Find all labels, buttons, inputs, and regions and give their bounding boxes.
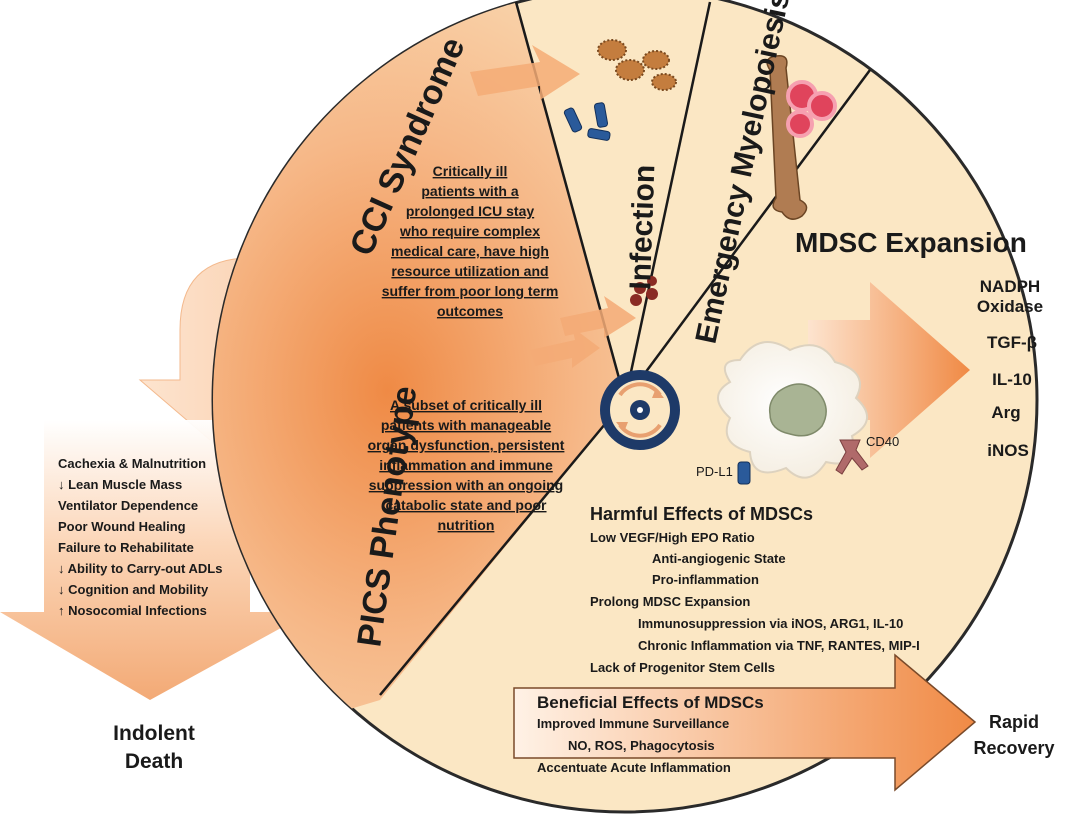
cci-line: Critically ill — [433, 163, 508, 179]
harmful-list: Low VEGF/High EPO Ratio Anti-angiogenic … — [590, 530, 920, 675]
pics-line: patients with manageable — [381, 417, 552, 433]
pics-line: inflammation and immune — [379, 457, 553, 473]
harmful-line: Chronic Inflammation via TNF, RANTES, MI… — [638, 638, 920, 653]
cd40-receptor-icon — [835, 439, 869, 475]
beneficial-line: Improved Immune Surveillance — [537, 716, 729, 731]
left-outcome-list: Cachexia & Malnutrition ↓ Lean Muscle Ma… — [58, 456, 222, 618]
red-cells-icon — [786, 80, 837, 138]
rod-bacteria-icon — [563, 102, 611, 141]
mediator-label: IL-10 — [992, 370, 1032, 389]
rapid-recovery-arrow — [513, 653, 977, 792]
outcome-line: Ventilator Dependence — [58, 498, 198, 513]
outcome-line: Failure to Rehabilitate — [58, 540, 194, 555]
cci-description: Critically ill patients with a prolonged… — [382, 163, 559, 319]
outcome-line: ↓ Ability to Carry-out ADLs — [58, 561, 222, 576]
mediator-label: TGF-β — [987, 333, 1037, 352]
mdsc-cell-icon — [717, 341, 868, 479]
pd-l1-receptor-icon — [737, 461, 751, 485]
outcome-line: Poor Wound Healing — [58, 519, 186, 534]
harmful-title: Harmful Effects of MDSCs — [590, 504, 813, 524]
cycle-hub-icon — [600, 370, 680, 450]
mediator-label: NADPH — [980, 277, 1040, 296]
sector-arrows — [470, 45, 636, 368]
cci-line: resource utilization and — [391, 263, 548, 279]
harmful-line: Pro-inflammation — [652, 572, 759, 587]
infection-title: Infection — [624, 164, 661, 290]
harmful-line: Lack of Progenitor Stem Cells — [590, 660, 775, 675]
outcome-line: Cachexia & Malnutrition — [58, 456, 206, 471]
harmful-line: Prolong MDSC Expansion — [590, 594, 750, 609]
beneficial-list: Improved Immune Surveillance NO, ROS, Ph… — [537, 716, 731, 775]
recovery-word: Recovery — [973, 738, 1054, 758]
outcome-line: ↓ Lean Muscle Mass — [58, 477, 182, 492]
pics-line: A subset of critically ill — [390, 397, 542, 413]
mdsc-expansion-title: MDSC Expansion — [795, 227, 1027, 258]
cocci-icon — [630, 276, 658, 306]
indolent-death-label: Indolent Death — [113, 722, 195, 773]
outcome-line: ↓ Cognition and Mobility — [58, 582, 209, 597]
harmful-line: Anti-angiogenic State — [652, 551, 786, 566]
pics-line: nutrition — [438, 517, 495, 533]
mediator-label: Oxidase — [977, 297, 1043, 316]
death-word: Death — [125, 750, 183, 773]
cci-line: outcomes — [437, 303, 503, 319]
bacteria-icon — [597, 39, 677, 91]
cci-pics-sector — [213, 0, 625, 812]
mediator-label: iNOS — [987, 441, 1029, 460]
beneficial-title: Beneficial Effects of MDSCs — [537, 693, 764, 712]
cci-line: medical care, have high — [391, 243, 549, 259]
cd40-label: CD40 — [866, 434, 899, 449]
pics-line: catabolic state and poor — [385, 497, 547, 513]
pics-description: A subset of critically ill patients with… — [368, 397, 565, 533]
pics-line: organ dysfunction, persistent — [368, 437, 565, 453]
cci-line: patients with a — [421, 183, 518, 199]
cci-line: who require complex — [399, 223, 540, 239]
outcome-line: ↑ Nosocomial Infections — [58, 603, 207, 618]
beneficial-line: Accentuate Acute Inflammation — [537, 760, 731, 775]
rapid-word: Rapid — [989, 712, 1039, 732]
mdsc-mediators: NADPH Oxidase TGF-β IL-10 Arg iNOS — [977, 277, 1043, 460]
cci-line: suffer from poor long term — [382, 283, 559, 299]
beneficial-line: NO, ROS, Phagocytosis — [568, 738, 715, 753]
harmful-line: Low VEGF/High EPO Ratio — [590, 530, 755, 545]
harmful-line: Immunosuppression via iNOS, ARG1, IL-10 — [638, 616, 903, 631]
indolent-word: Indolent — [113, 722, 195, 745]
pics-line: suppression with an ongoing — [369, 477, 563, 493]
rapid-recovery-label: Rapid Recovery — [973, 712, 1054, 758]
pd-l1-label: PD-L1 — [696, 464, 733, 479]
bone-icon — [766, 55, 808, 220]
mediator-label: Arg — [991, 403, 1020, 422]
cci-line: prolonged ICU stay — [406, 203, 535, 219]
